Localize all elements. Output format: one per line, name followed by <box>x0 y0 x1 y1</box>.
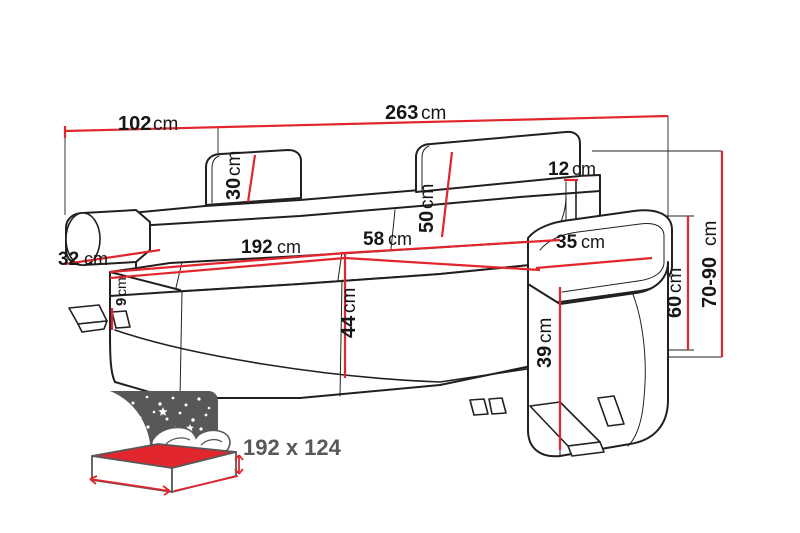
label-58cm-value: 58 <box>363 229 384 250</box>
label-35cm-value: 35 <box>556 232 578 253</box>
pillow-crease-2 <box>200 438 223 446</box>
label-263cm: 263 cm <box>385 102 446 124</box>
label-50cm-value: 50 <box>416 211 438 233</box>
armrest-right-back-curve <box>627 291 646 447</box>
headrest-right-inner <box>421 145 430 192</box>
label-35cm: 35 cm <box>556 232 605 253</box>
label-9cm-unit: cm <box>113 277 129 296</box>
label-70-90cm-unit: cm <box>700 221 721 246</box>
leg-front-right-post <box>567 441 605 457</box>
leg-mid-right-2 <box>488 397 507 415</box>
label-9cm-value: 9 <box>113 298 130 306</box>
label-192cm: 192 cm <box>241 237 301 258</box>
label-44cm: 44 cm <box>338 288 360 338</box>
label-70-90cm-value: 70-90 <box>699 257 721 308</box>
label-44cm-unit: cm <box>339 288 360 313</box>
leg-front-left-post <box>77 320 108 333</box>
dimline-58 <box>344 238 561 255</box>
armrest-right-inner <box>539 223 665 293</box>
leg-rear-right <box>597 395 625 427</box>
label-192cm-unit: cm <box>277 237 301 257</box>
headrest-left-inner <box>211 155 220 204</box>
leg-mid-left <box>111 310 131 329</box>
bed-size-label: 192 x 124 <box>243 435 342 460</box>
label-30cm: 30 cm <box>223 151 245 200</box>
label-50cm-unit: cm <box>417 184 438 209</box>
label-192cm-value: 192 <box>241 237 273 258</box>
label-70-90cm: 70-90 cm <box>699 221 721 308</box>
label-58cm-unit: cm <box>388 229 412 249</box>
dimline-seat-front-left <box>109 256 346 280</box>
headrest-right <box>415 130 581 193</box>
armrest-left-cap <box>65 212 101 266</box>
dimline-30 <box>246 154 257 203</box>
seat-seam-2 <box>337 251 343 281</box>
pillow-crease-1 <box>165 437 191 445</box>
label-30cm-value: 30 <box>223 178 245 200</box>
label-9cm: 9 cm <box>113 277 130 306</box>
label-32cm-unit: cm <box>84 249 108 269</box>
dimline-192 <box>109 251 346 274</box>
sofa-bed-night-icon: 192 x 124 <box>89 391 342 496</box>
mattress-top-outline <box>91 443 237 457</box>
label-60cm: 60 cm <box>664 268 686 318</box>
sofa-body-seam-a <box>179 291 183 399</box>
sofa-body-front <box>109 261 561 399</box>
sofa-body-seam-b <box>339 279 343 397</box>
label-32cm-value: 32 <box>58 249 79 270</box>
label-12cm: 12 cm <box>548 159 596 180</box>
label-35cm-unit: cm <box>581 232 605 252</box>
label-39cm-unit: cm <box>535 318 556 343</box>
label-32cm: 32 cm <box>58 249 108 270</box>
dimline-seat-front <box>344 256 541 272</box>
label-263cm-unit: cm <box>421 103 446 124</box>
leg-mid-right <box>469 398 489 416</box>
label-102cm: 102 cm <box>118 113 178 135</box>
dimline-35 <box>535 256 653 270</box>
label-12cm-value: 12 <box>548 159 569 180</box>
label-50cm: 50 cm <box>416 184 438 233</box>
label-39cm: 39 cm <box>534 318 556 368</box>
headrest-left <box>205 149 302 206</box>
mattress-dim-arrows <box>89 454 244 496</box>
dimline-32 <box>64 248 161 266</box>
label-102cm-unit: cm <box>153 114 178 135</box>
label-263cm-value: 263 <box>385 102 418 124</box>
label-102cm-value: 102 <box>118 113 151 135</box>
sofa-body-bottom-edge <box>114 329 561 383</box>
dimline-50 <box>440 151 454 238</box>
label-58cm: 58 cm <box>363 229 412 250</box>
label-60cm-unit: cm <box>665 268 686 293</box>
dimension-lines <box>63 114 724 450</box>
moon-crescent <box>110 391 150 448</box>
label-44cm-value: 44 <box>338 315 360 338</box>
label-39cm-value: 39 <box>534 346 556 368</box>
label-60cm-value: 60 <box>664 296 686 318</box>
dimline-102-263 <box>64 114 669 133</box>
label-12cm-unit: cm <box>572 159 596 179</box>
sofa-outline <box>65 130 673 458</box>
label-30cm-unit: cm <box>224 151 245 176</box>
